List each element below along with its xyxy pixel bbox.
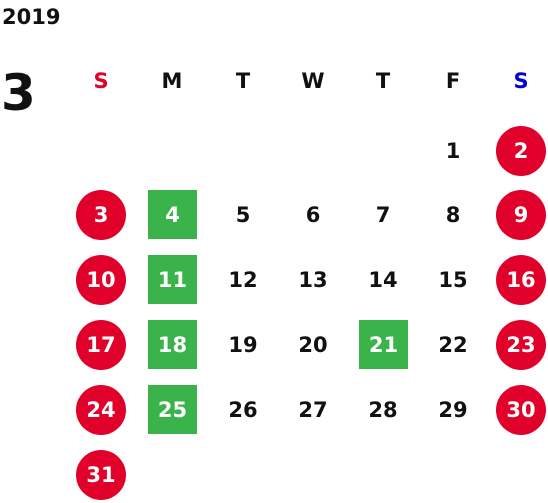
day-cell-15[interactable]: 15 bbox=[438, 268, 468, 292]
day-cell-10[interactable]: 10 bbox=[76, 255, 126, 305]
day-cell-31[interactable]: 31 bbox=[76, 450, 126, 500]
day-cell-11[interactable]: 11 bbox=[148, 255, 197, 304]
day-cell-13[interactable]: 13 bbox=[298, 268, 328, 292]
day-cell-5[interactable]: 5 bbox=[235, 203, 251, 227]
day-cell-3[interactable]: 3 bbox=[76, 190, 126, 240]
weekday-header-wed: W bbox=[301, 69, 325, 93]
weekday-header-mon: M bbox=[161, 69, 183, 93]
day-cell-9[interactable]: 9 bbox=[496, 190, 546, 240]
day-cell-17[interactable]: 17 bbox=[76, 320, 126, 370]
day-cell-4[interactable]: 4 bbox=[148, 190, 197, 239]
day-cell-7[interactable]: 7 bbox=[375, 203, 391, 227]
year-label: 2019 bbox=[2, 5, 61, 29]
day-cell-30[interactable]: 30 bbox=[496, 385, 546, 435]
weekday-header-tue: T bbox=[235, 69, 251, 93]
day-cell-20[interactable]: 20 bbox=[298, 333, 328, 357]
day-cell-18[interactable]: 18 bbox=[148, 320, 197, 369]
weekday-header-sun: S bbox=[93, 69, 109, 93]
day-cell-16[interactable]: 16 bbox=[496, 255, 546, 305]
day-cell-8[interactable]: 8 bbox=[445, 203, 461, 227]
day-cell-26[interactable]: 26 bbox=[228, 398, 258, 422]
weekday-header-thu: T bbox=[375, 69, 391, 93]
day-cell-6[interactable]: 6 bbox=[305, 203, 321, 227]
day-cell-22[interactable]: 22 bbox=[438, 333, 468, 357]
month-number: 3 bbox=[1, 64, 36, 122]
day-cell-23[interactable]: 23 bbox=[496, 320, 546, 370]
day-cell-14[interactable]: 14 bbox=[368, 268, 398, 292]
weekday-header-fri: F bbox=[445, 69, 461, 93]
day-cell-19[interactable]: 19 bbox=[228, 333, 258, 357]
weekday-header-sat: S bbox=[513, 69, 529, 93]
day-cell-28[interactable]: 28 bbox=[368, 398, 398, 422]
day-cell-1[interactable]: 1 bbox=[445, 139, 461, 163]
day-cell-21[interactable]: 21 bbox=[359, 320, 408, 369]
day-cell-25[interactable]: 25 bbox=[148, 385, 197, 434]
day-cell-12[interactable]: 12 bbox=[228, 268, 258, 292]
day-cell-29[interactable]: 29 bbox=[438, 398, 468, 422]
day-cell-27[interactable]: 27 bbox=[298, 398, 328, 422]
day-cell-24[interactable]: 24 bbox=[76, 385, 126, 435]
day-cell-2[interactable]: 2 bbox=[496, 126, 546, 176]
